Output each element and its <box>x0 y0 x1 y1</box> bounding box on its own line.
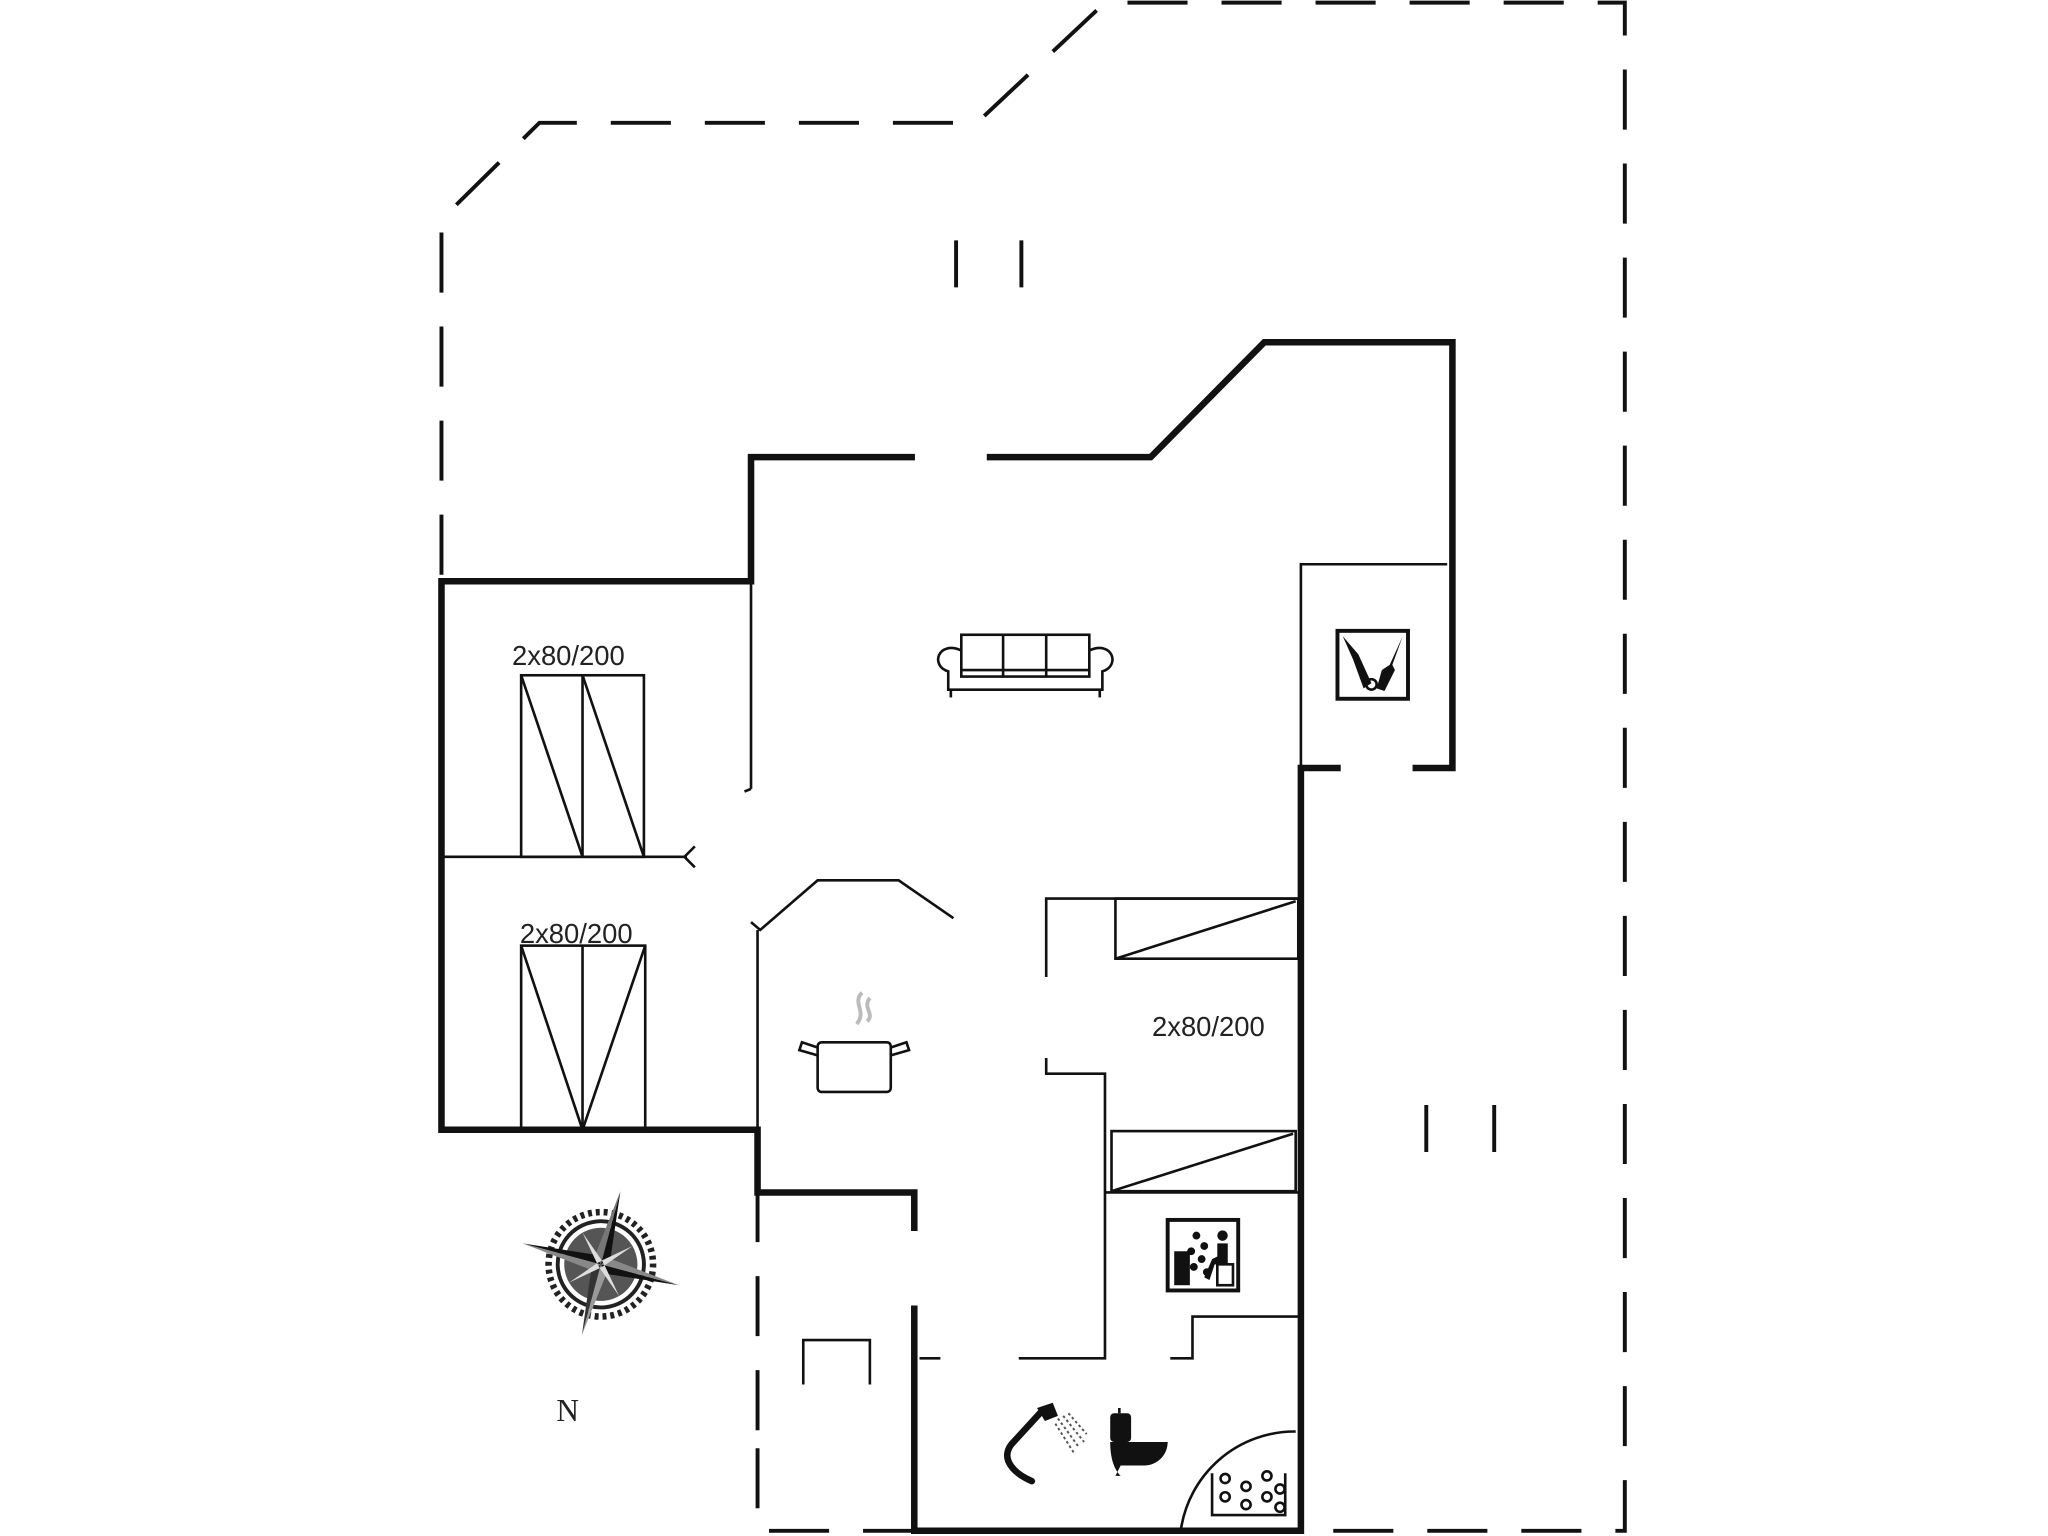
bedroom-3-beds: 2x80/200 <box>1110 897 1300 1193</box>
sauna-icon <box>1165 1217 1241 1293</box>
step-markers-right <box>1424 1104 1497 1152</box>
toilet-icon <box>1110 1408 1168 1476</box>
sofa-icon <box>936 633 1114 698</box>
whirlpool-icon <box>1179 1430 1296 1531</box>
vacuum-cleaner-icon <box>1335 628 1410 701</box>
shower-icon <box>1004 1402 1088 1485</box>
north-label: N <box>556 1393 579 1428</box>
bed-size-label: 2x80/200 <box>520 918 633 949</box>
cooking-pot-icon <box>797 991 911 1094</box>
bedroom-1-beds: 2x80/200 <box>512 640 646 859</box>
compass-icon <box>522 1191 680 1335</box>
exterior-walls <box>438 338 1456 1535</box>
bed-size-label: 2x80/200 <box>1152 1011 1265 1042</box>
bed-size-label: 2x80/200 <box>512 640 625 671</box>
step-markers-top <box>954 240 1024 288</box>
terrace-outline <box>439 0 1627 1533</box>
bedroom-2-beds: 2x80/200 <box>520 918 647 1132</box>
